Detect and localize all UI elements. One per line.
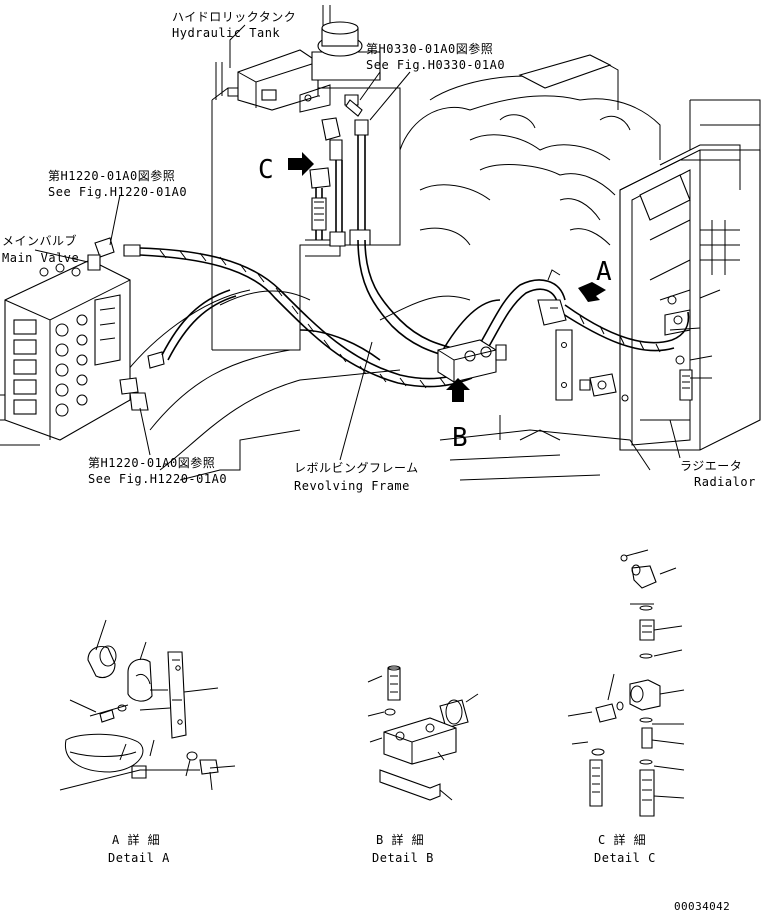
label-see-h0330-en: See Fig.H0330-01A0	[366, 58, 505, 72]
view-arrows	[288, 152, 606, 402]
label-see-h1220-bottom-en: See Fig.H1220-01A0	[88, 472, 227, 486]
label-main-valve-en: Main Valve	[2, 251, 79, 265]
arrow-c-icon	[288, 152, 314, 176]
detail-b-title-jp: B 詳 細	[376, 832, 424, 847]
drawing-number: 00034042	[674, 900, 730, 913]
main-valve	[0, 259, 131, 441]
leader-lines	[34, 24, 681, 461]
revolving-frame	[0, 289, 651, 481]
radiator-leaders	[667, 289, 721, 379]
label-revolving-frame-jp: レボルビングフレーム	[294, 461, 419, 475]
view-letters: C A B	[258, 155, 612, 453]
detail-c: C 詳 細 Detail C	[567, 549, 685, 865]
view-letter-b: B	[452, 423, 468, 453]
radiator	[619, 99, 761, 451]
arrow-b-icon	[446, 378, 470, 402]
detail-b: B 詳 細 Detail B	[367, 665, 479, 865]
detail-b-title-en: Detail B	[372, 851, 434, 865]
detail-a-title-jp: A 詳 細	[112, 832, 160, 847]
label-radiator-jp: ラジエータ	[680, 459, 742, 473]
view-letter-c: C	[258, 155, 274, 185]
label-main-valve-jp: メインバルブ	[2, 233, 77, 248]
label-hydraulic-tank-jp: ハイドロリックタンク	[172, 10, 296, 24]
label-see-h1220-bottom-jp: 第H1220-01A0図参照	[88, 455, 215, 470]
engine-outline	[399, 54, 661, 246]
detail-c-title-en: Detail C	[594, 851, 656, 865]
clamp-b	[437, 339, 507, 383]
label-see-h1220-top-en: See Fig.H1220-01A0	[48, 185, 187, 199]
tank-fittings	[309, 94, 371, 247]
detail-a: A 詳 細 Detail A	[59, 619, 236, 865]
label-see-h1220-top-jp: 第H1220-01A0図参照	[48, 168, 175, 183]
label-radiator-en: Radialor	[694, 475, 756, 489]
detail-a-title-en: Detail A	[108, 851, 170, 865]
arrow-a-icon	[578, 282, 606, 302]
label-revolving-frame-en: Revolving Frame	[294, 479, 410, 493]
clamp-a	[537, 269, 629, 402]
main-valve-fittings	[87, 237, 165, 411]
hydraulic-tank	[211, 5, 401, 351]
detail-c-title-jp: C 詳 細	[598, 832, 646, 847]
label-see-h0330-jp: 第H0330-01A0図参照	[366, 41, 493, 56]
view-letter-a: A	[596, 257, 612, 287]
assembly-labels: ハイドロリックタンク Hydraulic Tank 第H0330-01A0図参照…	[2, 10, 756, 493]
label-hydraulic-tank-en: Hydraulic Tank	[172, 26, 280, 40]
hoses	[139, 239, 690, 389]
